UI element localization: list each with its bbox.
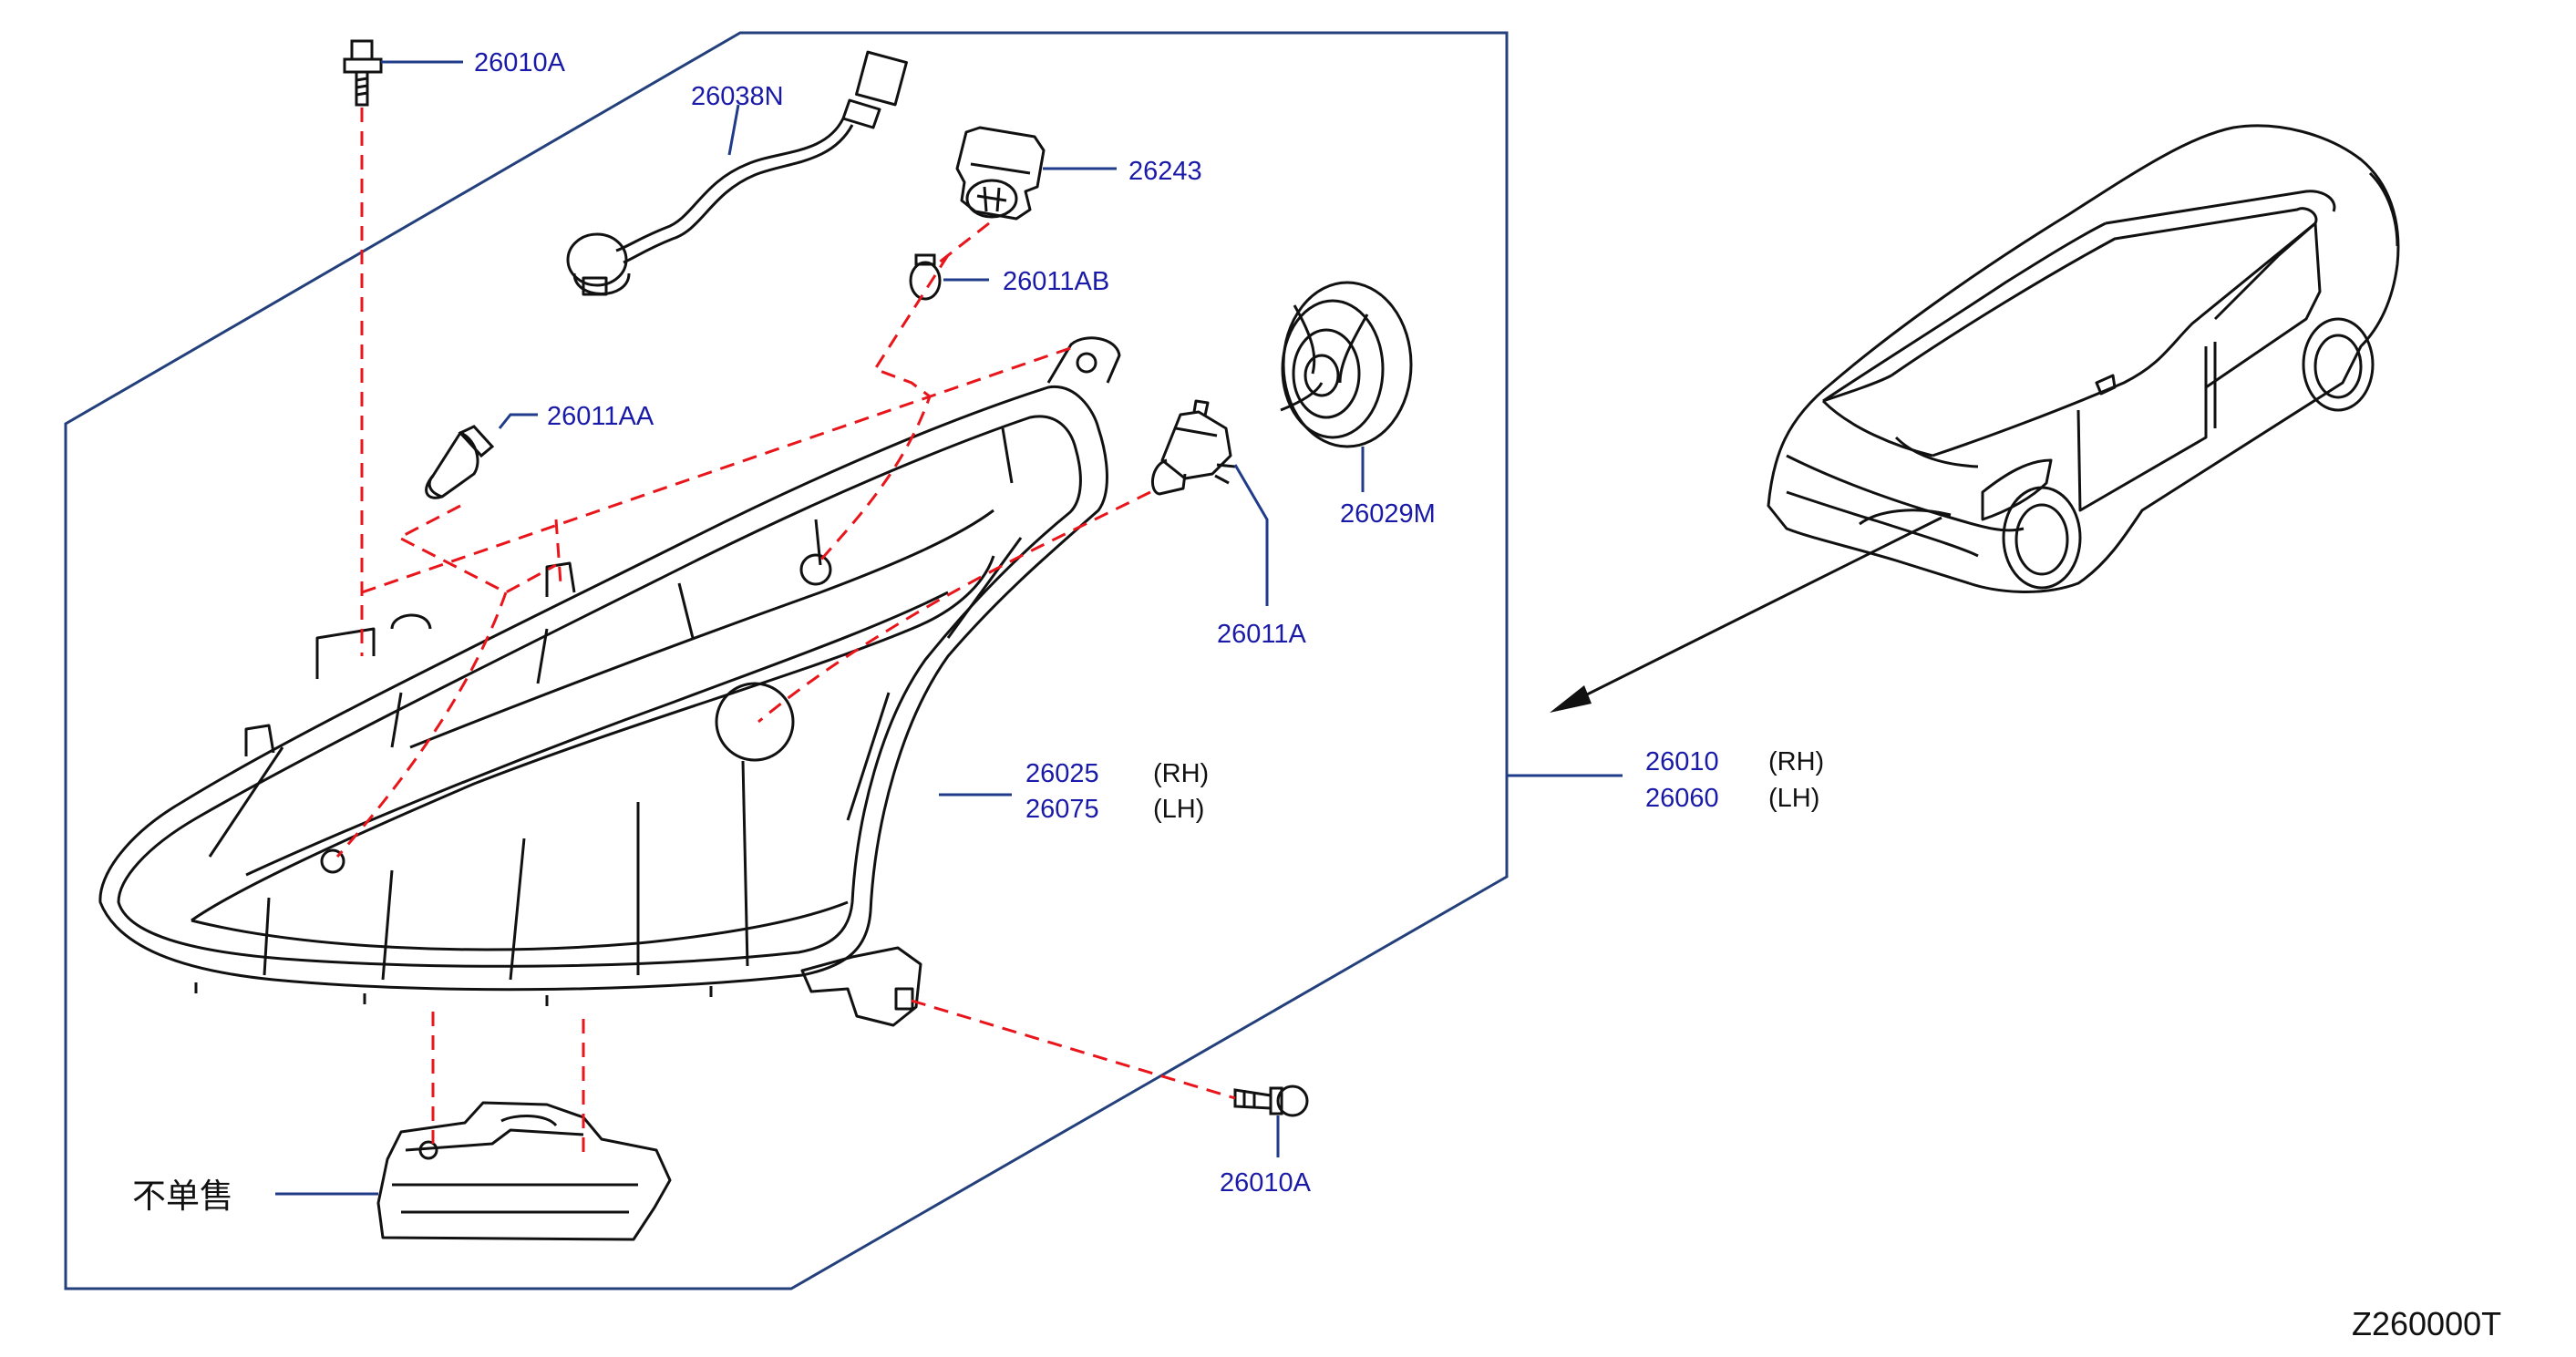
callout-cap: 26029M: [1340, 499, 1436, 529]
callout-bolt-bottom: 26010A: [1220, 1168, 1312, 1198]
bolt-bottom-icon: [1233, 1085, 1309, 1117]
callout-headlamp-bulb: 26011A: [1217, 620, 1306, 649]
callout-bulb-ab: 26011AB: [1003, 267, 1109, 296]
callout-assy-rh: 26010: [1645, 747, 1719, 776]
callout-housing-lh-side: (LH): [1153, 795, 1204, 824]
socket-icon: [955, 126, 1046, 221]
diagram-code: Z260000T: [2352, 1305, 2501, 1342]
bulb-ab-icon: [909, 253, 942, 301]
not-sold-label: 不单售: [132, 1177, 233, 1216]
callout-housing-rh: 26025: [1025, 759, 1099, 788]
callout-assy-lh: 26060: [1645, 784, 1719, 813]
lower-bracket: [376, 1101, 672, 1241]
callout-housing-rh-side: (RH): [1153, 759, 1209, 788]
headlamp-bulb-icon: [1151, 399, 1236, 496]
car-illustration: [1767, 124, 2400, 593]
callout-assy-lh-side: (LH): [1768, 784, 1819, 813]
callout-bulb-aa: 26011AA: [547, 402, 654, 431]
installation-dashed-lines: [335, 108, 1236, 1153]
cap-icon: [1280, 281, 1413, 448]
car-pointer-line: [1562, 516, 1942, 708]
callout-assy-rh-side: (RH): [1768, 747, 1824, 776]
car-pointer-arrowhead: [1550, 685, 1592, 713]
callout-harness: 26038N: [691, 82, 784, 111]
headlamp-housing: [98, 336, 1121, 1027]
assembly-frame: [64, 31, 1509, 1290]
harness-icon: [566, 50, 908, 296]
callout-leaders: [275, 60, 1365, 1196]
bolt-top-icon: [343, 39, 383, 107]
bulb-aa-icon: [425, 425, 495, 499]
callout-housing-lh: 26075: [1025, 795, 1099, 824]
callout-socket: 26243: [1128, 157, 1202, 186]
callout-bolt-top: 26010A: [474, 48, 566, 77]
